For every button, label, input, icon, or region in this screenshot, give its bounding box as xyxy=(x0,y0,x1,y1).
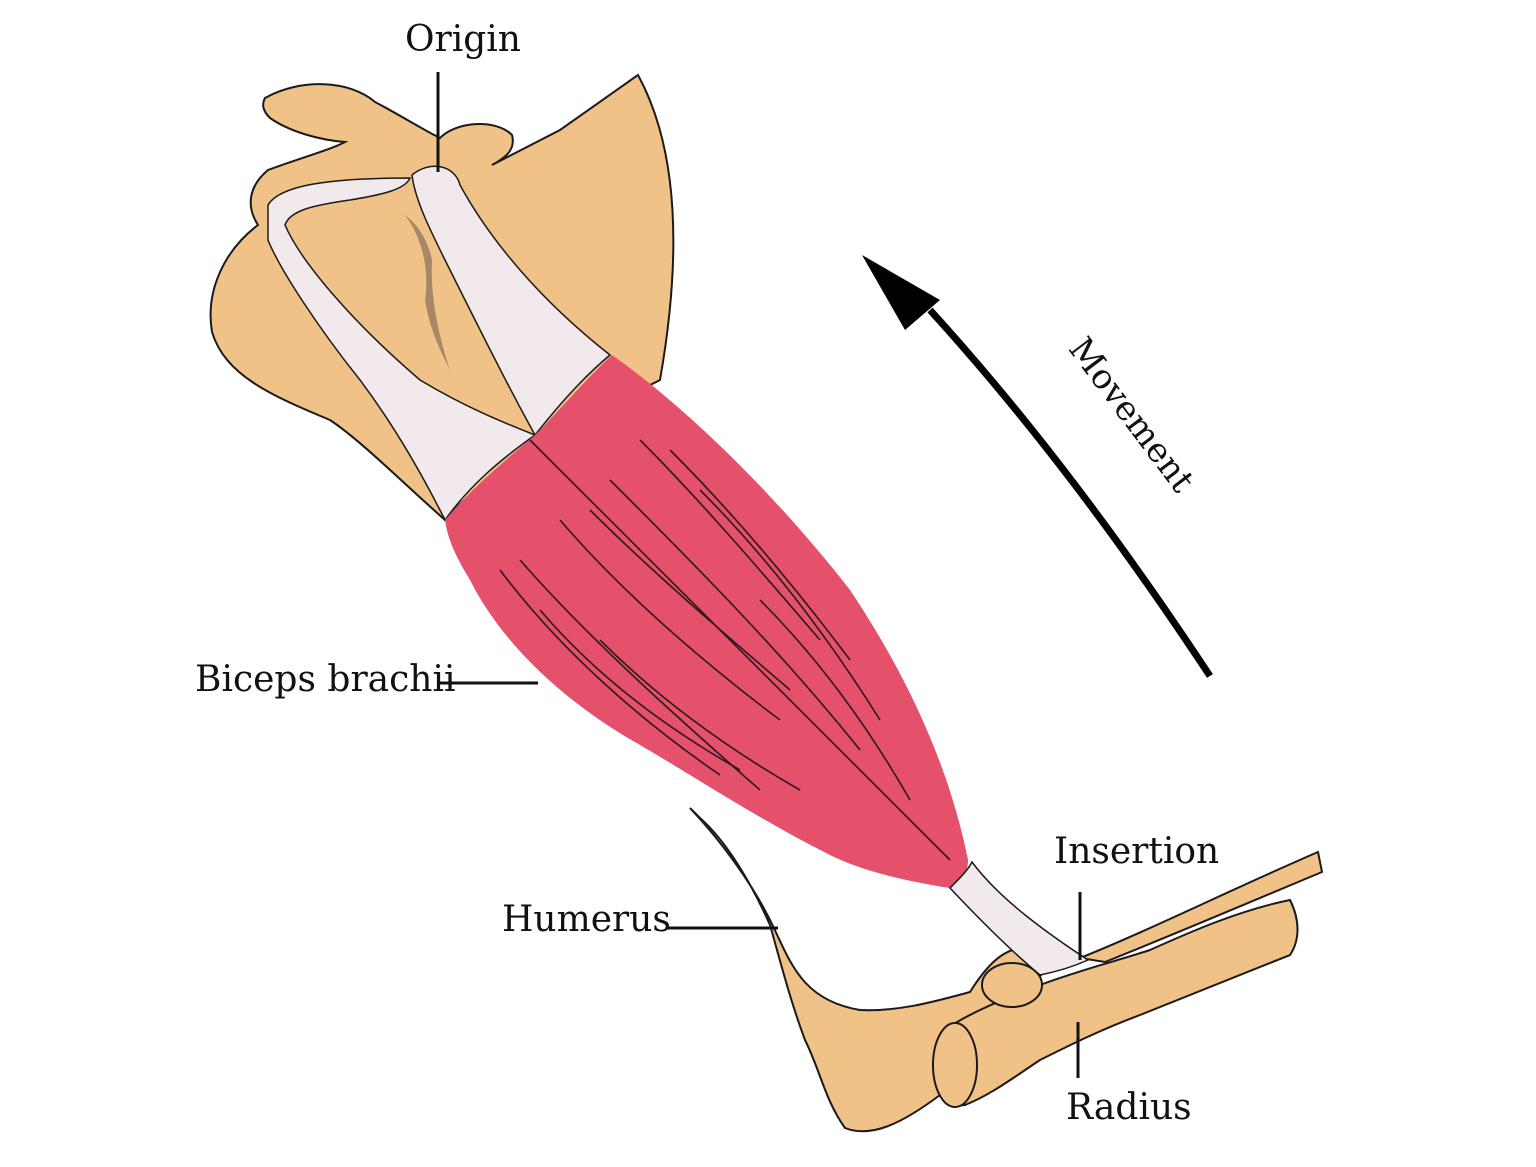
biceps-brachii-label: Biceps brachii xyxy=(195,659,456,700)
biceps-muscle xyxy=(445,355,968,888)
muscle-fibers xyxy=(499,439,951,861)
movement-arrow-head xyxy=(862,255,940,330)
insertion-tendon xyxy=(948,860,1090,976)
movement-arrow-shaft xyxy=(927,307,1213,678)
radius-label: Radius xyxy=(1066,1087,1192,1128)
scapula-hollow xyxy=(405,215,450,370)
origin-label: Origin xyxy=(405,19,521,60)
humerus-label: Humerus xyxy=(502,899,671,940)
short-head-tendon xyxy=(411,165,612,437)
insertion-label: Insertion xyxy=(1054,831,1220,872)
ulna-shape xyxy=(1076,850,1324,964)
elbow-joint xyxy=(981,962,1043,1008)
elbow-head xyxy=(932,1022,978,1108)
long-head-tendon xyxy=(267,177,537,522)
